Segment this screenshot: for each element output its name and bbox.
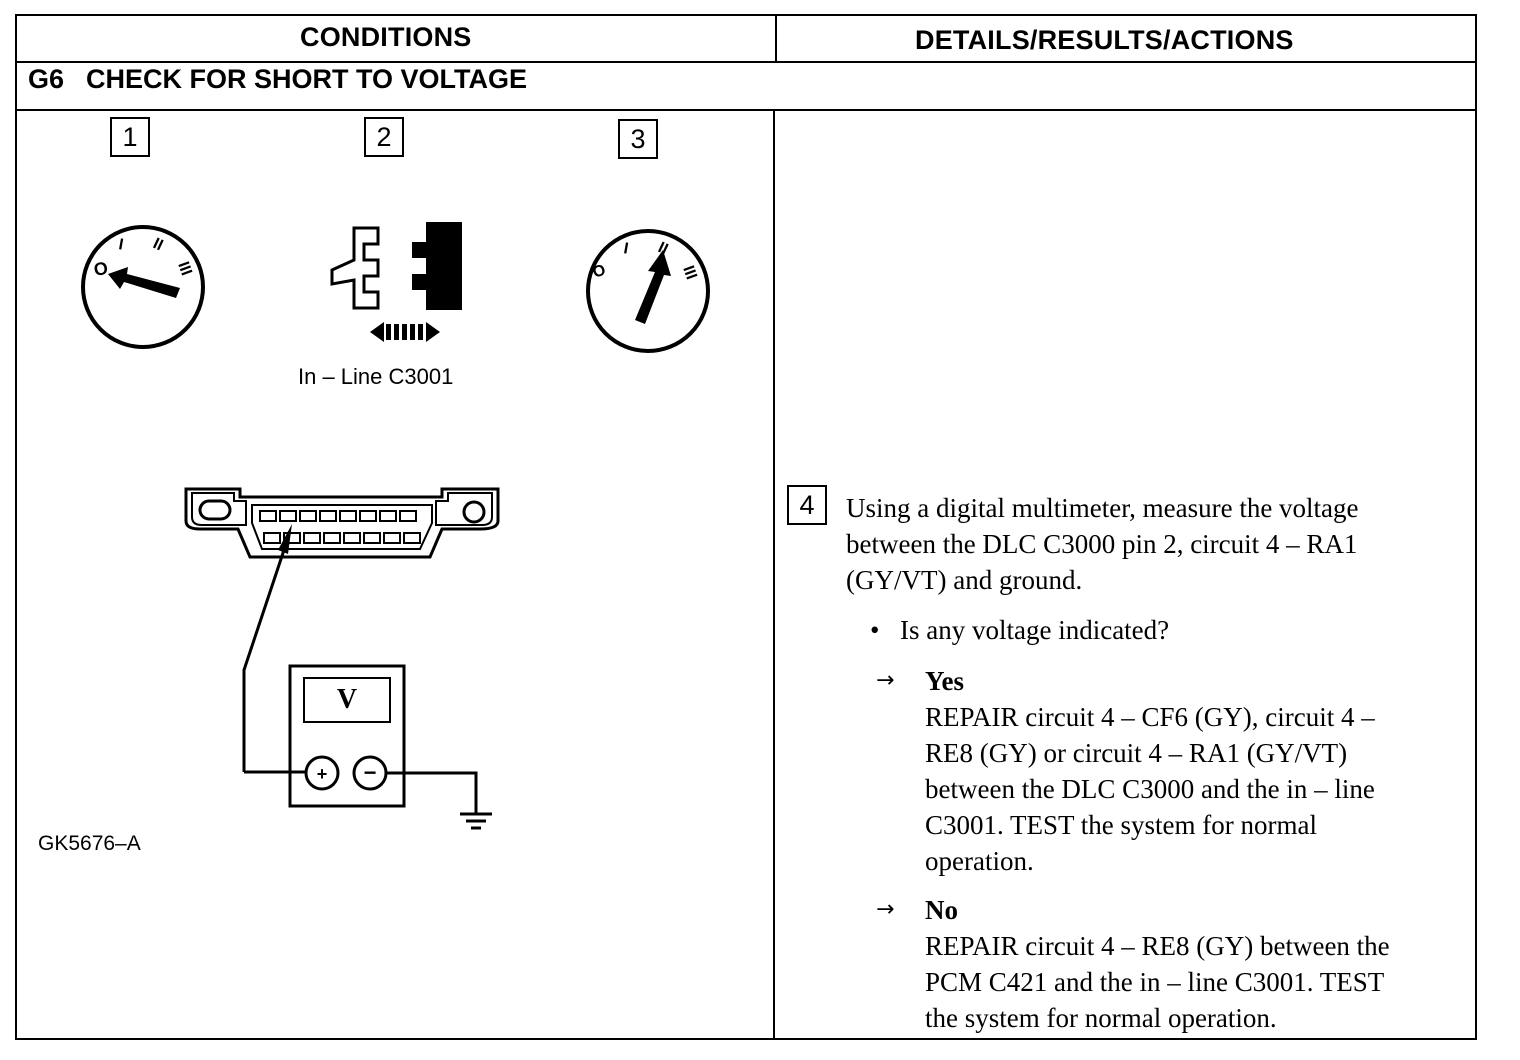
no-line: the system for normal operation. bbox=[925, 1003, 1277, 1033]
section-title: G6 CHECK FOR SHORT TO VOLTAGE bbox=[28, 64, 527, 95]
connector-caption: In – Line C3001 bbox=[298, 364, 454, 389]
svg-text:O: O bbox=[92, 258, 109, 280]
meter-label: V bbox=[337, 684, 357, 715]
step-4-text: Using a digital multimeter, measure the … bbox=[846, 490, 1359, 598]
svg-text:O: O bbox=[591, 262, 609, 282]
details-header: DETAILS/RESULTS/ACTIONS bbox=[915, 25, 1294, 55]
yes-line: C3001. TEST the system for normal bbox=[925, 810, 1317, 840]
header-divider bbox=[15, 61, 1477, 63]
svg-text:I: I bbox=[117, 236, 124, 254]
step-4-line: (GY/VT) and ground. bbox=[846, 565, 1083, 595]
section-code: G6 bbox=[28, 64, 65, 94]
step-1-box: 1 bbox=[110, 117, 150, 157]
no-label: No bbox=[925, 895, 958, 925]
svg-text:I: I bbox=[622, 240, 629, 258]
ignition-switch-off-icon: O I II III bbox=[81, 225, 205, 349]
body-column-divider bbox=[773, 109, 775, 1040]
no-action: REPAIR circuit 4 – RE8 (GY) between the … bbox=[925, 928, 1390, 1036]
dlc-connector-icon bbox=[184, 487, 500, 559]
svg-text:II: II bbox=[150, 235, 165, 254]
yes-line: between the DLC C3000 and the in – line bbox=[925, 774, 1375, 804]
figure-id: GK5676–A bbox=[38, 832, 141, 855]
yes-line: operation. bbox=[925, 846, 1034, 876]
step-4-line: Using a digital multimeter, measure the … bbox=[846, 493, 1359, 523]
yes-line: REPAIR circuit 4 – CF6 (GY), circuit 4 – bbox=[925, 702, 1375, 732]
no-arrow-icon: → bbox=[876, 897, 895, 922]
conditions-header: CONDITIONS bbox=[300, 22, 472, 52]
yes-label: Yes bbox=[925, 666, 964, 696]
step-3-box: 3 bbox=[618, 119, 658, 159]
section-name: CHECK FOR SHORT TO VOLTAGE bbox=[86, 64, 528, 94]
multimeter-icon: V + − bbox=[244, 664, 478, 814]
svg-text:III: III bbox=[679, 264, 700, 282]
yes-action: REPAIR circuit 4 – CF6 (GY), circuit 4 –… bbox=[925, 699, 1375, 879]
svg-text:III: III bbox=[174, 260, 195, 278]
connector-disconnect-icon bbox=[330, 222, 462, 342]
ignition-switch-run-icon: O I II III bbox=[586, 229, 710, 353]
ground-symbol-icon bbox=[460, 812, 492, 830]
no-line: REPAIR circuit 4 – RE8 (GY) between the bbox=[925, 931, 1390, 961]
yes-line: RE8 (GY) or circuit 4 – RA1 (GY/VT) bbox=[925, 738, 1348, 768]
svg-text:−: − bbox=[364, 760, 377, 785]
test-lead-icon bbox=[242, 524, 292, 772]
step-4-box: 4 bbox=[787, 485, 827, 525]
header-column-divider bbox=[775, 14, 777, 62]
question-text: Is any voltage indicated? bbox=[900, 615, 1170, 645]
procedure-table bbox=[15, 14, 1477, 1040]
svg-text:+: + bbox=[317, 764, 328, 784]
step-2-box: 2 bbox=[364, 117, 404, 157]
step-4-line: between the DLC C3000 pin 2, circuit 4 –… bbox=[846, 529, 1358, 559]
section-divider bbox=[15, 109, 1477, 111]
bullet-icon: • bbox=[870, 615, 880, 645]
yes-arrow-icon: → bbox=[876, 668, 895, 693]
no-line: PCM C421 and the in – line C3001. TEST bbox=[925, 967, 1385, 997]
